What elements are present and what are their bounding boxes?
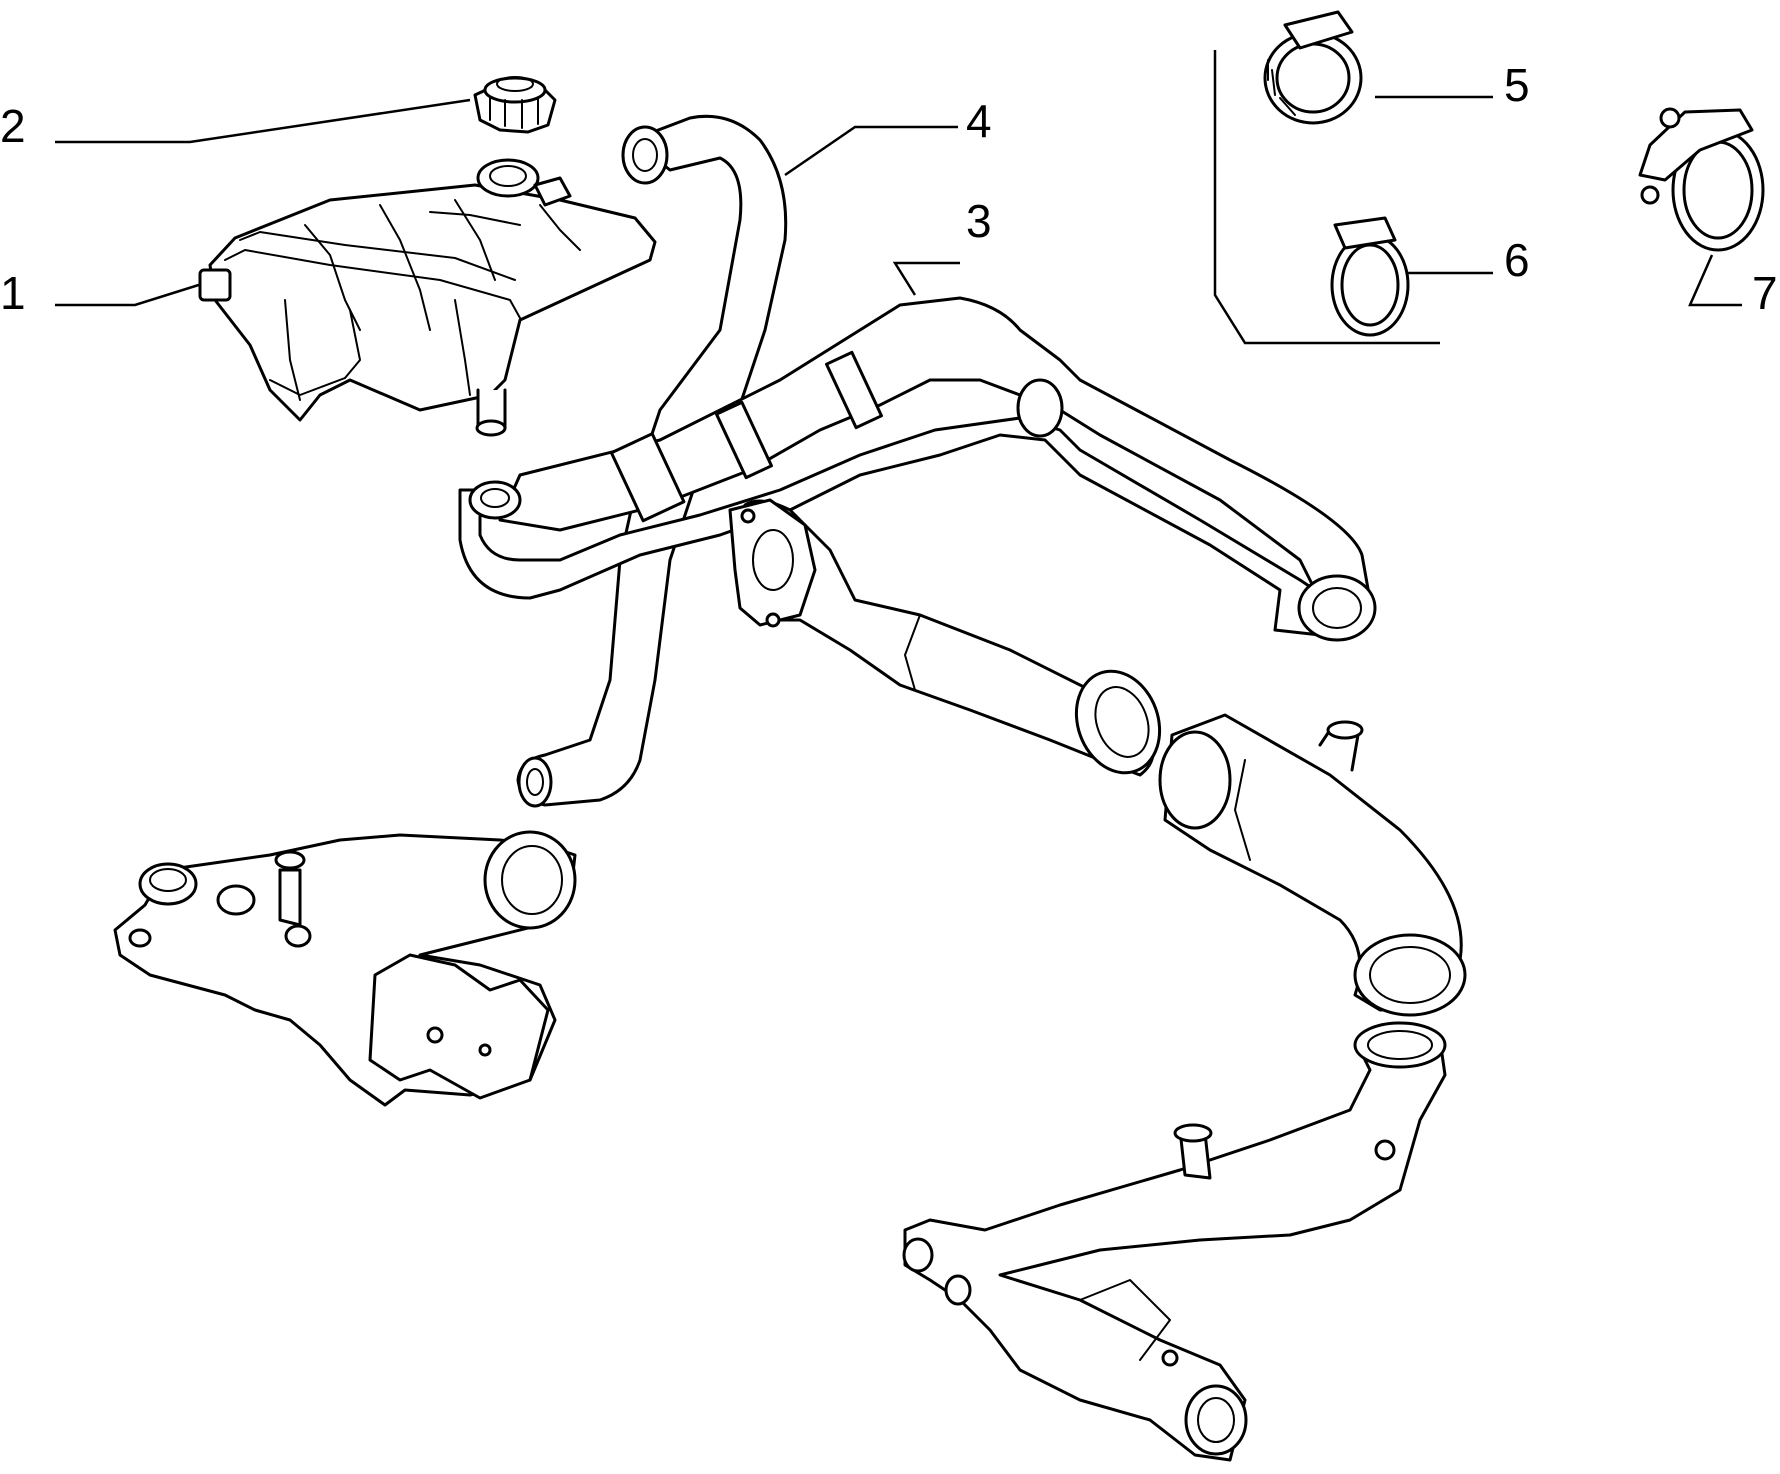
leader-line-1 [55,281,206,307]
tank-cap [473,76,557,134]
leader-line-7 [1688,254,1742,307]
leader-line-3 [892,261,960,296]
clamp-part-7 [1638,107,1765,252]
leader-line-2 [55,98,471,144]
elbow-hose [1158,713,1467,1017]
callout-label-3: 3 [966,195,992,247]
callout-label-1: 1 [0,267,26,319]
expansion-tank [198,158,657,437]
clamp-group-bracket [1213,50,1440,345]
callout-label-4: 4 [966,95,992,147]
hose-part-3 [458,296,1377,642]
clamp-part-6 [1330,216,1410,337]
leader-line-4 [784,125,958,177]
callout-label-7: 7 [1752,267,1778,319]
clamp-part-5 [1263,10,1363,125]
callout-label-6: 6 [1504,234,1530,286]
coolant-pipe-lower [902,1021,1447,1462]
callout-label-5: 5 [1504,59,1530,111]
leader-lines [55,50,1742,345]
coolant-pipe-upper [728,498,1162,777]
callout-label-2: 2 [0,100,26,152]
thermostat-housing [113,830,577,1107]
